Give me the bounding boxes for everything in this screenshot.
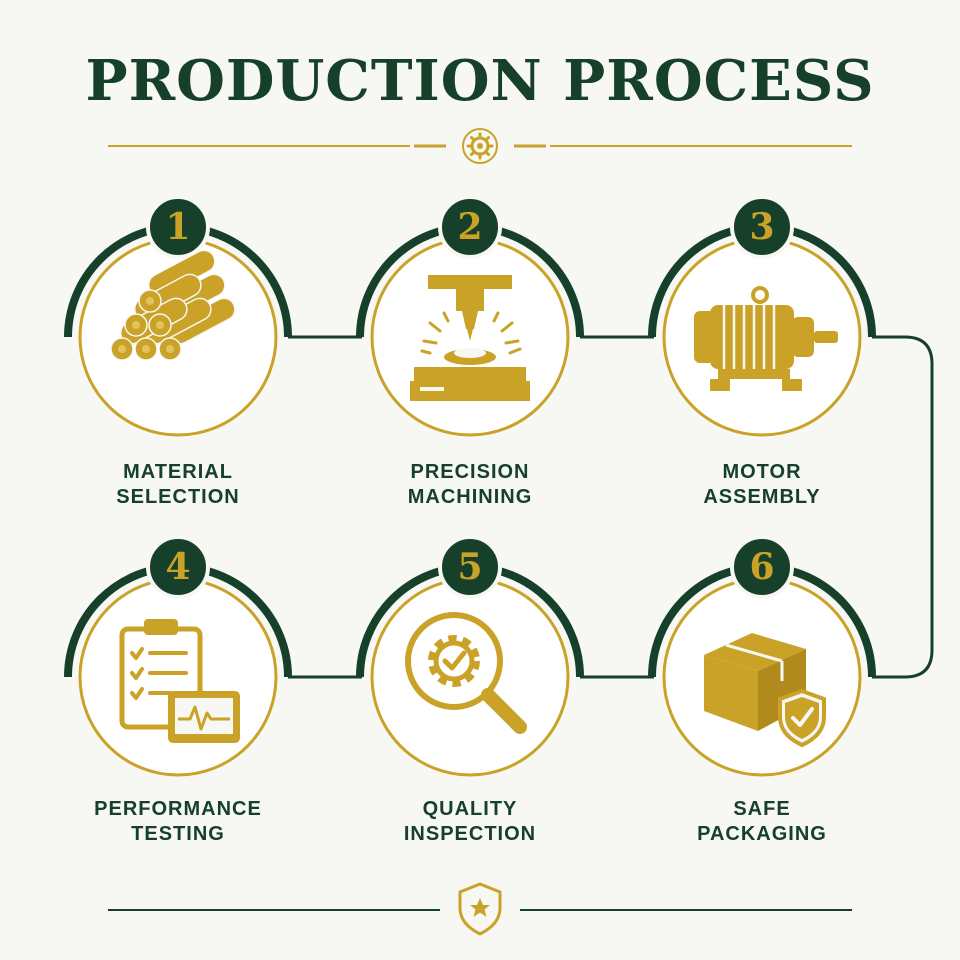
step-label-line2: INSPECTION	[403, 823, 537, 845]
step-number: 4	[165, 546, 190, 588]
header-divider	[108, 128, 852, 164]
shield-star-icon	[458, 882, 502, 936]
step-label-line1: PERFORMANCE	[94, 798, 262, 820]
step-label-line2: ASSEMBLY	[703, 486, 821, 508]
step-label-line1: MATERIAL	[123, 461, 233, 483]
step-label: MOTOR ASSEMBLY	[652, 460, 872, 510]
cnc-machine-icon	[410, 275, 530, 401]
step-label-line1: QUALITY	[422, 798, 518, 820]
step-label: QUALITY INSPECTION	[360, 797, 580, 847]
step-number: 6	[749, 546, 774, 588]
connector-3-6	[872, 335, 934, 679]
step-number: 5	[457, 546, 482, 588]
metal-bars-icon	[110, 249, 236, 361]
step-label: MATERIAL SELECTION	[68, 460, 288, 510]
step-number: 3	[749, 206, 774, 248]
step-label: PERFORMANCE TESTING	[68, 797, 288, 847]
step-number: 2	[457, 206, 482, 248]
step-label-line2: PACKAGING	[697, 823, 827, 845]
step-number-badge	[730, 195, 794, 259]
electric-motor-icon	[694, 286, 838, 391]
box-shield-icon	[704, 633, 826, 748]
magnifier-gear-icon	[405, 612, 527, 734]
page-title: PRODUCTION PROCESS	[85, 48, 875, 114]
step-label: PRECISION MACHINING	[360, 460, 580, 510]
step-label-line2: SELECTION	[116, 486, 240, 508]
step-number-badge	[146, 195, 210, 259]
step-label-line2: TESTING	[131, 823, 225, 845]
step-number-badge	[146, 535, 210, 599]
step-label-line1: PRECISION	[410, 461, 530, 483]
step-number-badge	[730, 535, 794, 599]
process-connectors	[288, 335, 934, 679]
step-number: 1	[165, 206, 190, 248]
step-label-line1: MOTOR	[722, 461, 802, 483]
step-ring	[78, 577, 278, 777]
step-number-badge	[438, 195, 502, 259]
step-number-badge	[438, 535, 502, 599]
step-label: SAFE PACKAGING	[652, 797, 872, 847]
footer-divider	[108, 882, 852, 936]
checklist-monitor-icon	[119, 619, 240, 743]
gear-icon	[462, 128, 498, 164]
step-label-line1: SAFE	[733, 798, 791, 820]
step-label-line2: MACHINING	[407, 486, 533, 508]
